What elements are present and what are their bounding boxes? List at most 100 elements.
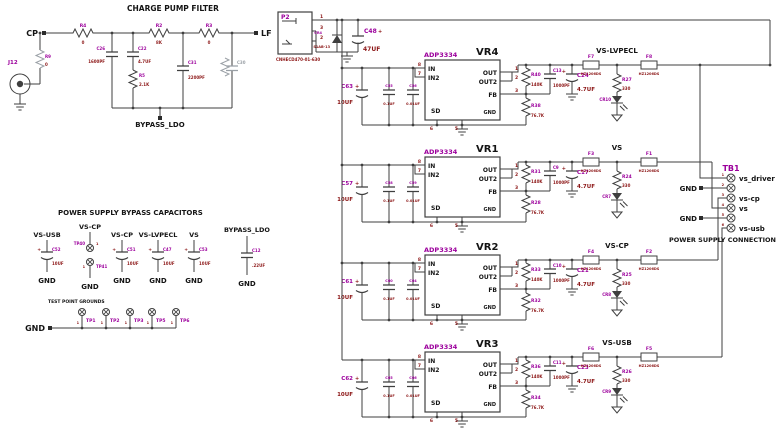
cap-c53[interactable] <box>187 251 201 261</box>
input-cap-0p1uf[interactable] <box>382 381 396 388</box>
junction-dot <box>340 18 344 22</box>
cb-ref: C66 <box>409 376 417 380</box>
rbot-value: 76.7K <box>531 308 545 313</box>
pin-number: 1 <box>515 358 518 364</box>
junction-dot <box>360 261 364 265</box>
cout-value: 4.7UF <box>577 379 595 385</box>
feedback-cap[interactable] <box>543 365 557 372</box>
input-cap-10uf[interactable] <box>355 284 369 294</box>
tb1-terminal-4[interactable] <box>726 203 736 213</box>
tp41-ref: TP41 <box>96 264 107 269</box>
ferrite-bead-left[interactable] <box>582 352 600 362</box>
bead-left-ref: F6 <box>588 346 594 352</box>
tb1-terminal-3[interactable] <box>726 193 736 203</box>
feedback-resistor-top[interactable] <box>521 164 531 184</box>
input-cap-0p1uf[interactable] <box>382 186 396 193</box>
led-resistor[interactable] <box>612 170 622 190</box>
adp3334-ic-body[interactable] <box>424 156 501 218</box>
terminal-number: 6 <box>722 223 725 227</box>
feedback-cap[interactable] <box>543 268 557 275</box>
ground-symbol <box>13 99 27 111</box>
led-indicator[interactable] <box>611 388 628 403</box>
ground-arrow-symbol <box>611 403 623 414</box>
testpoint-tp40[interactable] <box>86 244 94 252</box>
cr4-diode[interactable] <box>332 35 342 43</box>
input-cap-0p1uf[interactable] <box>382 89 396 96</box>
ground-arrow-symbol <box>611 306 623 317</box>
ferrite-bead-left[interactable] <box>582 60 600 70</box>
resistor-r2[interactable] <box>145 28 173 38</box>
testpoint-tp2[interactable] <box>102 308 110 316</box>
input-cap-0p01uf[interactable] <box>406 186 420 193</box>
resistor-dni[interactable] <box>220 57 230 77</box>
ferrite-bead-right[interactable] <box>640 60 658 70</box>
led-resistor[interactable] <box>612 73 622 93</box>
adp3334-ic-body[interactable] <box>424 254 501 316</box>
feedback-resistor-top[interactable] <box>521 67 531 87</box>
feedback-resistor-top[interactable] <box>521 262 531 282</box>
tb1-terminal-2[interactable] <box>726 183 736 193</box>
tb1-terminal-1[interactable] <box>726 173 736 183</box>
ferrite-bead-right[interactable] <box>640 352 658 362</box>
c22-ref: C22 <box>138 46 147 51</box>
led-indicator[interactable] <box>611 193 628 208</box>
input-cap-10uf[interactable] <box>355 89 369 99</box>
testpoint-tp6[interactable] <box>172 308 180 316</box>
plus-sign: + <box>355 181 359 187</box>
cap-c48[interactable] <box>351 35 365 45</box>
ferrite-bead-right[interactable] <box>640 157 658 167</box>
led-indicator[interactable] <box>611 96 628 111</box>
j12-bnc-connector[interactable] <box>9 73 31 95</box>
pin-number: 2 <box>515 270 518 276</box>
tb1-terminal-5[interactable] <box>726 213 736 223</box>
cap-c31[interactable] <box>176 65 190 72</box>
led-resistor[interactable] <box>612 268 622 288</box>
adp3334-ic-body[interactable] <box>424 351 501 413</box>
feedback-resistor-top[interactable] <box>521 359 531 379</box>
led-resistor[interactable] <box>612 365 622 385</box>
testpoint-tp5[interactable] <box>148 308 156 316</box>
ic-part-label: ADP3334 <box>424 343 458 351</box>
input-cap-0p1uf[interactable] <box>382 284 396 291</box>
ic-part-label: ADP3334 <box>424 148 458 156</box>
input-cap-0p01uf[interactable] <box>406 284 420 291</box>
cap-c12[interactable] <box>240 252 254 259</box>
cap-c52[interactable] <box>40 251 54 261</box>
feedback-resistor-bottom[interactable] <box>521 97 531 117</box>
ferrite-bead-left[interactable] <box>582 255 600 265</box>
input-cap-10uf[interactable] <box>355 186 369 196</box>
resistor-r5[interactable] <box>128 69 138 89</box>
junction-dot <box>524 384 528 388</box>
feedback-cap[interactable] <box>543 73 557 80</box>
rled-ref: R27 <box>622 77 632 83</box>
input-cap-0p01uf[interactable] <box>406 89 420 96</box>
p2-power-jack[interactable] <box>277 11 313 55</box>
feedback-resistor-bottom[interactable] <box>521 292 531 312</box>
cap-c47[interactable] <box>151 251 165 261</box>
resistor-r4[interactable] <box>69 28 97 38</box>
plus-sign: + <box>184 247 188 253</box>
resistor-r9[interactable] <box>35 49 45 69</box>
feedback-resistor-bottom[interactable] <box>521 194 531 214</box>
resistor-r3[interactable] <box>195 28 223 38</box>
input-cap-0p01uf[interactable] <box>406 381 420 388</box>
c26-ref: C26 <box>96 46 105 51</box>
tb1-terminal-6[interactable] <box>726 223 736 233</box>
testpoint-tp41[interactable] <box>86 258 94 266</box>
ferrite-bead-right[interactable] <box>640 255 658 265</box>
feedback-cap[interactable] <box>543 170 557 177</box>
led-indicator[interactable] <box>611 291 628 306</box>
cap-c22[interactable] <box>126 51 140 58</box>
pin-name-fb: FB <box>488 287 497 294</box>
input-cap-10uf[interactable] <box>355 381 369 391</box>
cap-c26[interactable] <box>105 51 119 58</box>
ca-value: 0.1UF <box>383 297 395 301</box>
adp3334-ic-body[interactable] <box>424 59 501 121</box>
testpoint-tp3[interactable] <box>126 308 134 316</box>
feedback-resistor-bottom[interactable] <box>521 389 531 409</box>
ca-ref: C58 <box>385 181 393 185</box>
testpoint-tp1[interactable] <box>78 308 86 316</box>
ferrite-bead-left[interactable] <box>582 157 600 167</box>
p2-jack-glyph <box>282 18 297 45</box>
cap-c51[interactable] <box>115 251 129 261</box>
